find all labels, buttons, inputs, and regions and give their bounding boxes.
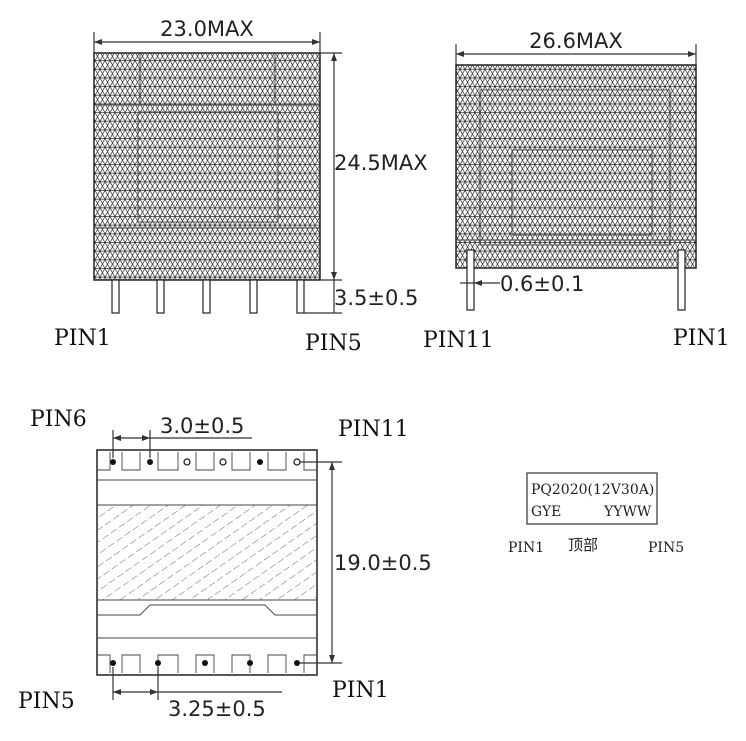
front-view-body (455, 64, 697, 269)
marking-label: PQ2020(12V30A) GYE YYWW PIN1 顶部 PIN5 (508, 472, 684, 556)
bottom-pitch-dim: 3.25±0.5 (168, 697, 266, 721)
side-height-dim: 24.5MAX (334, 151, 428, 175)
marking-line1: PQ2020(12V30A) (531, 482, 654, 498)
bottom-pin-top-left-label: PIN6 (30, 407, 87, 432)
front-width-dim: 26.6MAX (529, 29, 623, 53)
bottom-pin-top-right-label: PIN11 (338, 417, 409, 442)
bottom-view: 3.0±0.5 3.25±0.5 19.0±0.5 PIN6 PIN11 PIN… (18, 407, 432, 721)
side-pin-left-label: PIN1 (54, 326, 111, 351)
marking-pin-left-label: PIN1 (508, 540, 544, 556)
side-pin-length-dim: 3.5±0.5 (334, 286, 418, 310)
marking-top-label: 顶部 (568, 536, 598, 554)
side-view-pins (111, 279, 305, 314)
front-pin-right-label: PIN1 (673, 326, 730, 351)
top-pitch-dim: 3.0±0.5 (160, 414, 244, 438)
marking-date-code: YYWW (603, 504, 652, 520)
core-hatch (97, 505, 317, 600)
row-spacing-dim: 19.0±0.5 (334, 551, 432, 575)
marking-pin-right-label: PIN5 (648, 540, 684, 556)
marking-code: GYE (531, 504, 561, 520)
side-view: 23.0MAX 24.5MAX 3.5±0.5 PIN1 PIN5 (54, 17, 428, 356)
front-pin-left-label: PIN11 (423, 328, 494, 353)
side-pin-right-label: PIN5 (305, 331, 362, 356)
bottom-pin-bottom-left-label: PIN5 (18, 689, 75, 714)
bottom-pin-bottom-right-label: PIN1 (332, 678, 389, 703)
front-view-pins (466, 249, 686, 311)
marking-box (526, 472, 658, 525)
front-pin-dim: 0.6±0.1 (500, 272, 584, 296)
side-width-dim: 23.0MAX (160, 17, 254, 41)
front-view: 26.6MAX 0.6±0.1 PIN11 PIN1 (423, 29, 730, 353)
side-view-body (93, 52, 321, 281)
